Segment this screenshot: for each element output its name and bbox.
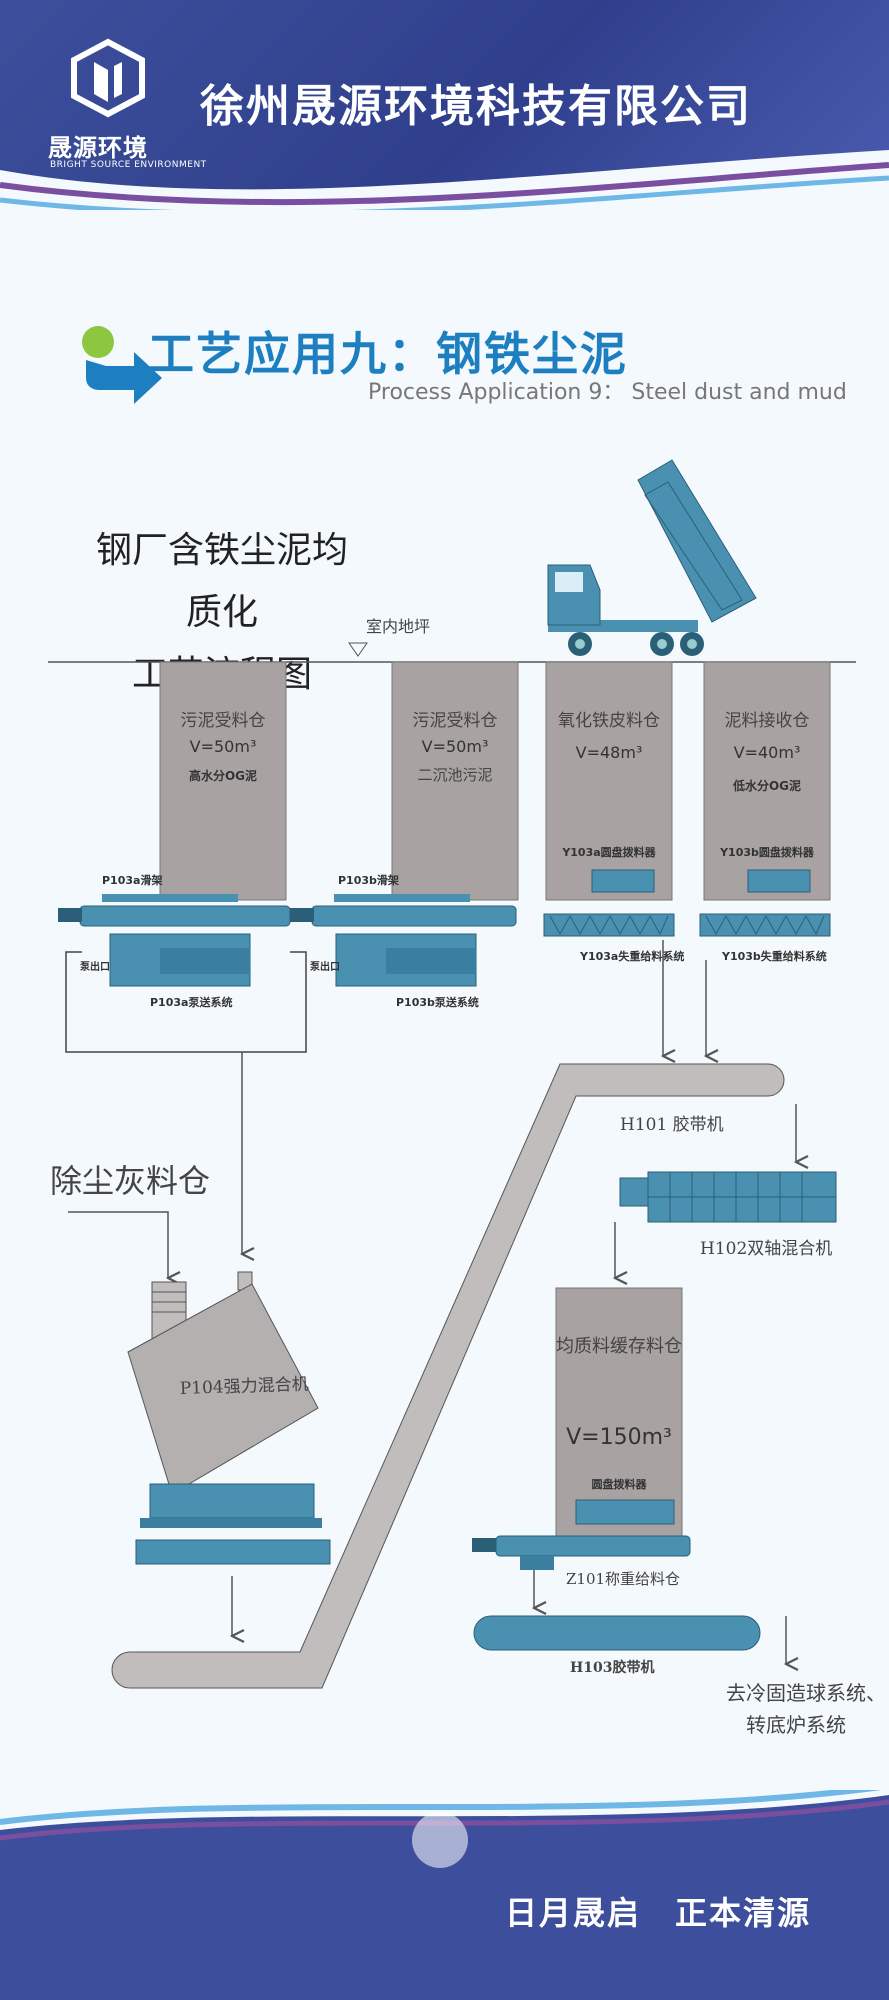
company-name: 徐州晟源环境科技有限公司 xyxy=(200,81,752,132)
p103b-slide-label: P103b滑架 xyxy=(338,873,399,887)
y103a-feed-label: Y103a失重给料系统 xyxy=(579,949,684,963)
p103b-screw-pump-system xyxy=(290,894,517,987)
bin-2-volume: V=50m³ xyxy=(422,737,489,756)
bin-4-name: 泥料接收仓 xyxy=(725,711,810,731)
y103b-feeder-system xyxy=(699,869,831,937)
destination-line2: 转底炉系统 xyxy=(746,1713,846,1737)
bin-4-note-label: 低水分OG泥 xyxy=(732,778,801,793)
pump-outlet-a-label: 泵出口 xyxy=(80,960,110,973)
flowchart-title-line1: 钢厂含铁尘泥均质化 xyxy=(95,530,348,633)
header-banner xyxy=(0,0,889,210)
bin-3-volume: V=48m³ xyxy=(576,743,643,762)
company-logo-icon xyxy=(71,38,145,118)
ground-level-label: 室内地坪 xyxy=(366,617,430,636)
z101-label: Z101称重给料仓 xyxy=(566,1570,680,1588)
ground-level-marker-icon xyxy=(348,642,368,657)
h101-inclined-conveyor xyxy=(111,1063,785,1689)
disc-feeder-label: 圆盘拨料器 xyxy=(592,1477,648,1491)
homog-bin-label: 均质料缓存料仓 xyxy=(556,1336,682,1357)
bin-1-name: 污泥受料仓 xyxy=(181,711,266,731)
p103b-pump-label: P103b泵送系统 xyxy=(396,995,479,1009)
section-title: 工艺应用九：钢铁尘泥 xyxy=(148,327,628,381)
homog-buffer-bin xyxy=(555,1287,683,1539)
bin-2-name: 污泥受料仓 xyxy=(413,711,498,731)
section-subtitle: Process Application 9： Steel dust and mu… xyxy=(368,380,847,405)
pump-outlet-b-label: 泵出口 xyxy=(310,960,340,973)
bin-4: 泥料接收仓 V=40m³ 低水分OG泥 Y103b圆盘拨料器 xyxy=(703,661,831,901)
h102-twin-shaft-mixer xyxy=(619,1171,837,1223)
h102-label: H102双轴混合机 xyxy=(700,1239,832,1259)
h101-label: H101 胶带机 xyxy=(620,1115,724,1135)
bin-2: 污泥受料仓 V=50m³ 二沉池污泥 xyxy=(391,661,519,901)
dump-truck-icon xyxy=(547,459,757,656)
bin-3-note: Y103a圆盘拨料器 xyxy=(561,845,656,859)
y103a-feeder-system xyxy=(543,869,675,937)
bin-1-volume: V=50m³ xyxy=(190,737,257,756)
y103b-feed-label: Y103b失重给料系统 xyxy=(721,949,827,963)
arrow-bullet-icon xyxy=(82,326,162,404)
arrow-dust-to-p104 xyxy=(68,1211,168,1278)
z101-weighing-feeder xyxy=(472,1499,691,1570)
bin-1: 污泥受料仓 V=50m³ 高水分OG泥 xyxy=(159,661,287,901)
h103-conveyor xyxy=(473,1615,761,1651)
p104-label: P104强力混合机 xyxy=(179,1375,309,1399)
p103a-slide-label: P103a滑架 xyxy=(102,873,162,887)
dust-bin-label: 除尘灰料仓 xyxy=(50,1162,210,1200)
bin-4-feeder: Y103b圆盘拨料器 xyxy=(719,845,815,859)
pump-pipeline xyxy=(65,951,307,1053)
p103a-pump-label: P103a泵送系统 xyxy=(150,995,232,1009)
bin-1-note: 高水分OG泥 xyxy=(189,768,257,783)
p104-intensive-mixer xyxy=(127,1271,331,1565)
footer-slogan: 日月晟启 正本清源 xyxy=(505,1894,812,1932)
logo-cn-text: 晟源环境 xyxy=(48,134,148,162)
h103-label: H103胶带机 xyxy=(570,1659,654,1676)
bin-2-note: 二沉池污泥 xyxy=(417,766,492,784)
footer-banner xyxy=(0,1790,889,2000)
p103a-screw-pump-system xyxy=(58,894,291,987)
logo-en-text: BRIGHT SOURCE ENVIRONMENT xyxy=(50,160,207,170)
destination-line1: 去冷固造球系统、 xyxy=(726,1681,886,1705)
homog-bin-volume: V=150m³ xyxy=(566,1425,672,1450)
bin-3-name: 氧化铁皮料仓 xyxy=(558,711,660,731)
bin-4-volume: V=40m³ xyxy=(734,743,801,762)
header-wave-decoration xyxy=(0,150,889,210)
bin-3: 氧化铁皮料仓 V=48m³ Y103a圆盘拨料器 xyxy=(545,661,673,901)
